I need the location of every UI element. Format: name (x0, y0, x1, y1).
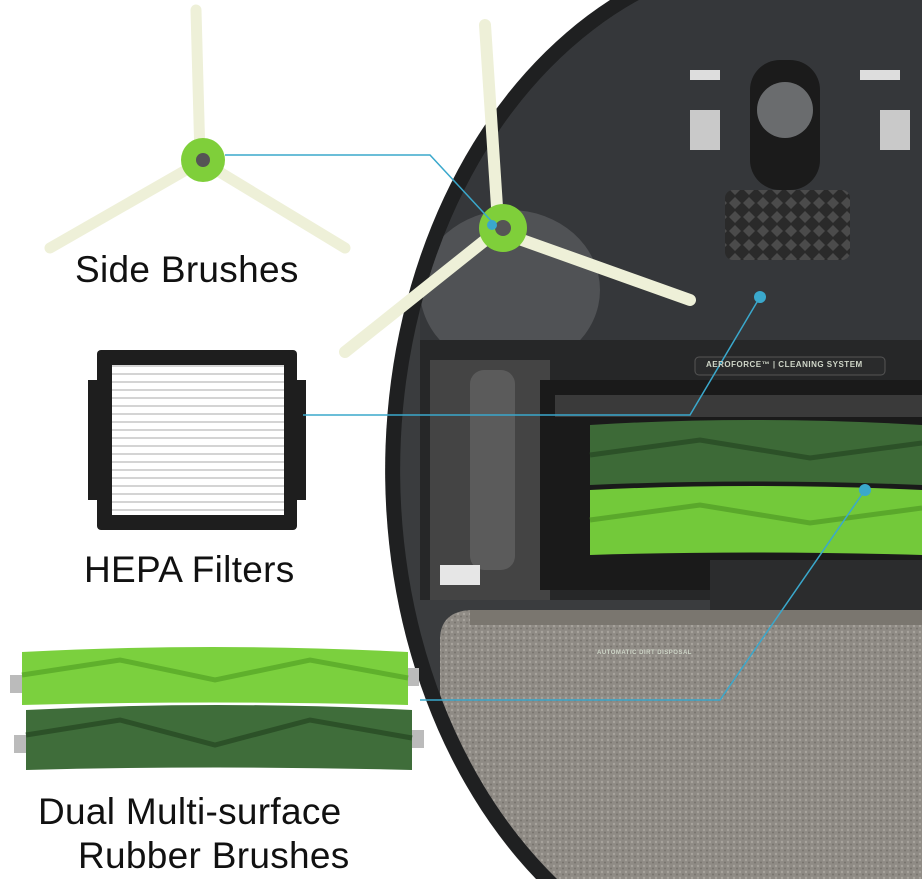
dark-green-roller (590, 420, 922, 485)
callout-rubber (420, 489, 866, 701)
mop-pad (440, 610, 922, 879)
side-brush-product (44, 4, 351, 254)
cleaning-system-text: AEROFORCE™ | CLEANING SYSTEM (706, 360, 863, 369)
rubber-brushes-label-line1: Dual Multi-surface (38, 791, 342, 832)
robot-vacuum-underside (339, 0, 922, 879)
callout-dot (487, 220, 497, 230)
hepa-filters-label: HEPA Filters (84, 549, 295, 590)
dirt-disposal-text: AUTOMATIC DIRT DISPOSAL (597, 650, 692, 656)
callout-lines (225, 154, 866, 701)
hepa-filter-product (88, 350, 306, 530)
callout-dot (754, 291, 766, 303)
light-green-roller (590, 486, 922, 555)
callout-side-brush (225, 154, 496, 226)
robot-side-brush (339, 19, 696, 358)
rubber-brushes-product (10, 647, 424, 770)
callout-hepa (303, 296, 761, 416)
callout-dot (859, 484, 871, 496)
side-brushes-label: Side Brushes (75, 249, 299, 290)
grille (725, 190, 850, 260)
rubber-brushes-label-line2: Rubber Brushes (78, 835, 350, 876)
